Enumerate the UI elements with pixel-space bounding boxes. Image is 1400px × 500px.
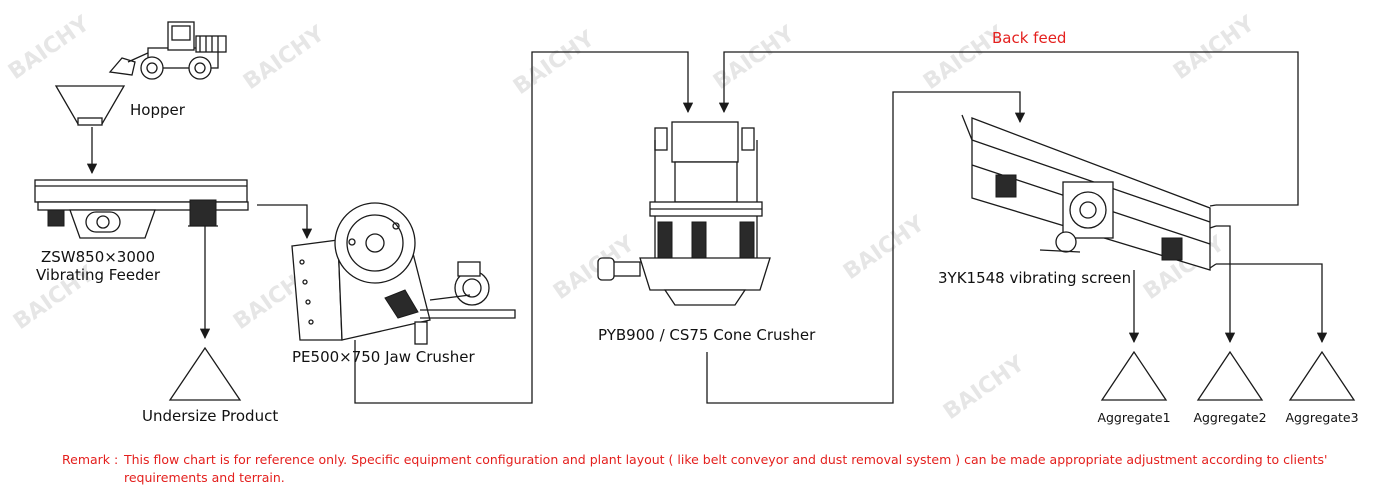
cone-crusher-icon	[597, 121, 771, 306]
jaw-crusher-icon	[291, 202, 516, 345]
aggregate2-label: Aggregate2	[1193, 410, 1267, 425]
aggregate2-pile-icon	[1196, 350, 1264, 401]
remark-text: This flow chart is for reference only. S…	[124, 452, 1328, 486]
aggregate3-label: Aggregate3	[1285, 410, 1359, 425]
watermark: BAICHY	[239, 21, 330, 95]
watermark: BAICHY	[939, 351, 1030, 425]
jaw-crusher-label: PE500×750 Jaw Crusher	[292, 348, 475, 366]
undersize-product-label: Undersize Product	[142, 407, 279, 425]
jaw-to-cone-arrow	[354, 51, 694, 404]
undersize-pile-icon	[168, 346, 242, 401]
feeder-model-label: ZSW850×3000	[40, 248, 155, 266]
aggregate1-pile-icon	[1100, 350, 1168, 401]
hopper-icon	[54, 85, 126, 126]
back-feed-label: Back feed	[992, 29, 1067, 47]
cone-to-screen-arrow	[706, 91, 1026, 404]
wheel-loader-icon	[108, 21, 227, 80]
vibrating-screen-label: 3YK1548 vibrating screen	[938, 269, 1132, 287]
vibrating-screen-icon	[961, 114, 1217, 271]
screen-to-agg3-arrow	[1216, 263, 1328, 344]
feeder-to-jaw-arrow	[257, 204, 313, 240]
hopper-label: Hopper	[130, 101, 185, 119]
aggregate3-pile-icon	[1288, 350, 1356, 401]
feeder-name-label: Vibrating Feeder	[35, 266, 160, 284]
watermark: BAICHY	[4, 11, 95, 85]
watermark: BAICHY	[1169, 11, 1260, 85]
remark-label: Remark :	[62, 452, 119, 467]
screen-to-agg2-arrow	[1216, 225, 1236, 344]
vibrating-feeder-icon	[34, 179, 249, 239]
watermark: BAICHY	[509, 26, 600, 100]
back-feed-arrow	[718, 51, 1299, 206]
cone-crusher-label: PYB900 / CS75 Cone Crusher	[598, 326, 816, 344]
aggregate1-label: Aggregate1	[1097, 410, 1171, 425]
remark-note: Remark : This flow chart is for referenc…	[62, 451, 1352, 487]
watermark: BAICHY	[709, 21, 800, 95]
watermark: BAICHY	[839, 211, 930, 285]
